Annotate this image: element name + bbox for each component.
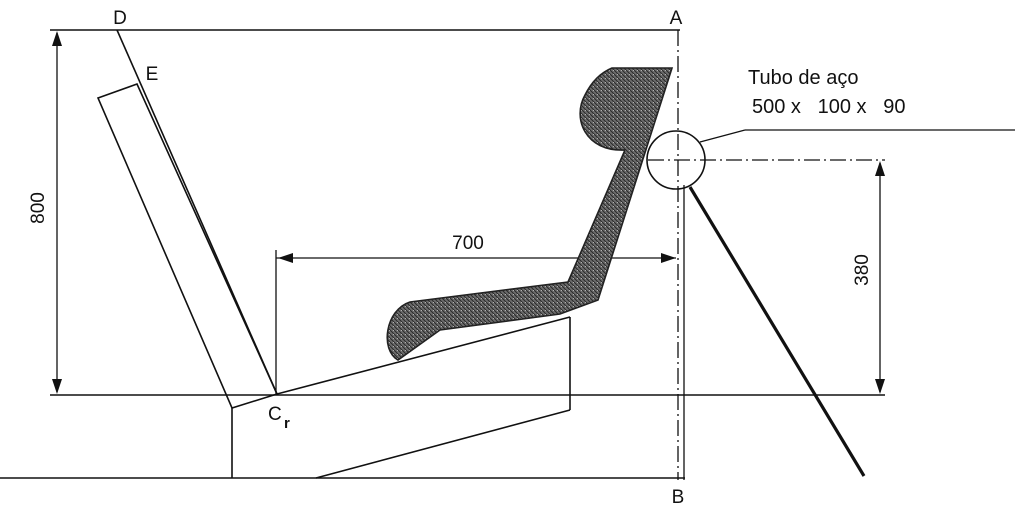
dimension-800-label: 800 [28, 192, 49, 224]
support-strut [688, 186, 866, 477]
point-c-subscript: r [284, 415, 290, 432]
steel-tube-circle [646, 130, 706, 190]
note-title: Tubo de aço [748, 67, 858, 89]
point-a-label: A [670, 8, 683, 29]
dimension-700-arrow-right [661, 253, 676, 263]
point-c-label: C [268, 404, 282, 425]
dimension-700-arrow-left [278, 253, 293, 263]
dimension-800-arrow-bottom [52, 379, 62, 394]
seat-base-line [276, 316, 571, 395]
note-leader-line [699, 129, 746, 143]
seat-support-diagonal [315, 409, 571, 479]
dimension-700-label: 700 [452, 233, 484, 254]
backrest-board [96, 82, 279, 409]
seat-shape [386, 67, 674, 361]
dimension-800-arrow-top [52, 31, 62, 46]
dimension-380-arrow-top [875, 161, 885, 176]
point-b-label: B [672, 487, 685, 508]
dimension-380-label: 380 [852, 254, 873, 286]
point-d-label: D [113, 8, 127, 29]
note-dimensions: 500 x 100 x 90 [752, 96, 905, 118]
point-e-label: E [146, 64, 159, 85]
dimension-380-arrow-bottom [875, 379, 885, 394]
